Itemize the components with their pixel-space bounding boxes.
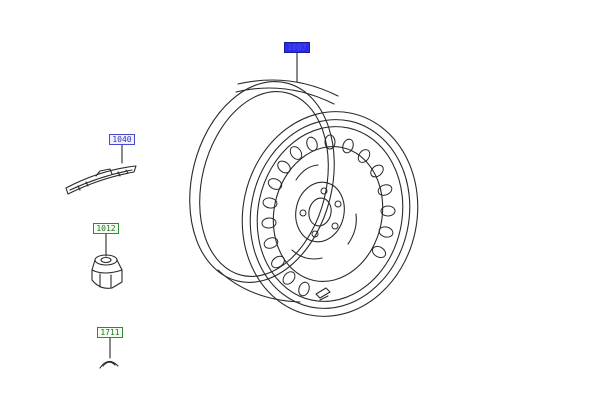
valve-icon[interactable] [99, 360, 119, 369]
steel-wheel-icon[interactable] [169, 66, 436, 333]
wheel-weight-icon[interactable] [65, 165, 137, 195]
wheel-nut-icon[interactable] [91, 254, 123, 289]
callout-nut[interactable]: 1012 [93, 223, 119, 234]
callout-valve[interactable]: 1711 [97, 327, 123, 338]
callout-wheel[interactable]: 1007 [284, 42, 310, 53]
callout-weight[interactable]: 1040 [109, 134, 135, 145]
